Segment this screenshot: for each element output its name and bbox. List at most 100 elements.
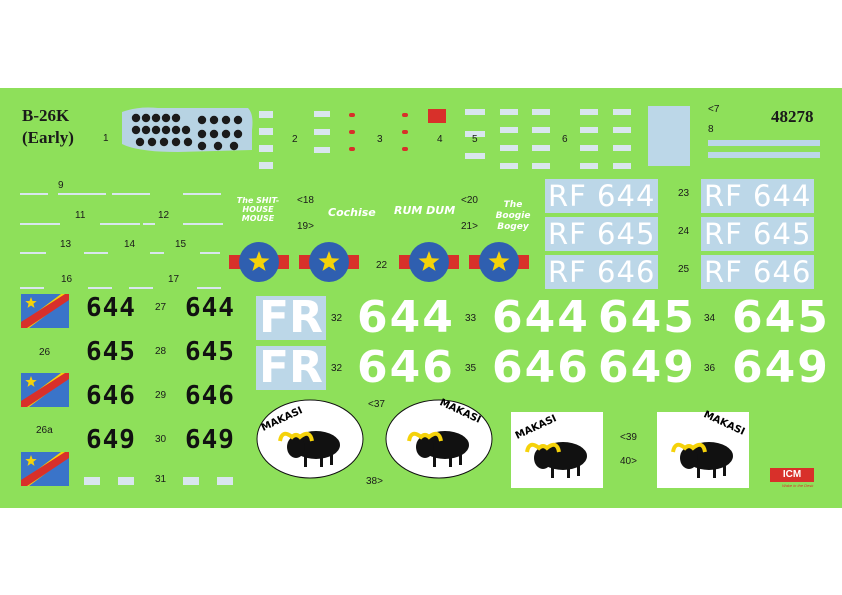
decal-number-26: 26	[39, 347, 51, 358]
star-icon	[418, 251, 440, 271]
makasi-emblem-oval-2	[385, 399, 493, 479]
instrument-dial	[221, 115, 231, 125]
code-645-large-b: 645	[732, 292, 830, 343]
code-646-large: 646	[357, 342, 455, 393]
decal-number-8: 8	[708, 124, 714, 135]
decal-number-32-upper: 32	[331, 313, 343, 324]
stencil-row-17b	[197, 276, 221, 294]
instrument-panel-decal	[122, 107, 253, 152]
decal-number-25: 25	[678, 264, 690, 275]
stencil-row-14b	[150, 241, 164, 259]
instrument-dial	[229, 141, 239, 151]
instrument-dial	[197, 141, 207, 151]
instrument-dial	[161, 113, 171, 123]
decal-sheet: B-26K (Early) 48278 1 2 3 4 5	[0, 88, 842, 508]
buffalo-emblem	[407, 431, 469, 467]
decal-number-38: 38>	[366, 476, 383, 487]
decal-number-7: <7	[708, 104, 720, 115]
makasi-emblem-square-1	[511, 412, 603, 488]
decal-number-30: 30	[155, 434, 167, 445]
stripe-decal-8a	[708, 140, 820, 146]
stencil-row-31b	[183, 472, 234, 490]
stripe-decal-8b	[708, 152, 820, 158]
star-icon	[25, 376, 37, 387]
roundel	[299, 242, 359, 282]
decal-number-6: 6	[562, 134, 568, 145]
stencil-group-6	[500, 109, 518, 169]
instrument-dial	[183, 137, 193, 147]
instrument-dial	[209, 115, 219, 125]
stencil-group-5	[465, 109, 485, 159]
instrument-dial	[141, 125, 151, 135]
decal-number-40: 40>	[620, 456, 637, 467]
decal-number-1: 1	[103, 133, 109, 144]
stencil-group-2	[259, 111, 273, 169]
kit-number: 48278	[771, 107, 814, 126]
buffalo-emblem	[525, 442, 587, 478]
code-fr-lower: FR	[256, 346, 326, 390]
decal-number-4: 4	[437, 134, 443, 145]
roundel	[229, 242, 289, 282]
code-644-large: 644	[357, 292, 455, 343]
instrument-dial	[171, 137, 181, 147]
red-placard-4	[428, 109, 446, 123]
stencil-row-13	[20, 241, 46, 259]
decal-number-29: 29	[155, 390, 167, 401]
decal-number-14: 14	[124, 239, 136, 250]
serial-rf645-left: RF 645	[545, 217, 659, 251]
decal-number-34: 34	[704, 313, 716, 324]
code-649-large: 649	[598, 342, 696, 393]
nose-art-boogie-bogey: The Boogie Bogey	[495, 200, 531, 232]
instrument-dial	[221, 129, 231, 139]
decal-number-37: <37	[368, 399, 385, 410]
decal-number-16: 16	[61, 274, 73, 285]
stencil-row-15b	[200, 241, 220, 259]
stencil-group-6b	[532, 109, 550, 169]
decal-number-3: 3	[377, 134, 383, 145]
title-line-1: B-26K	[22, 106, 70, 125]
buffalo-emblem	[278, 431, 340, 467]
decal-number-20: <20	[461, 195, 478, 206]
decal-number-15: 15	[175, 239, 187, 250]
stencil-row-11b	[100, 212, 140, 230]
black-number-646-left: 646	[86, 381, 136, 411]
instrument-dial	[209, 129, 219, 139]
data-placard-7	[648, 106, 690, 166]
instrument-dial	[141, 113, 151, 123]
decal-number-12: 12	[158, 210, 170, 221]
instrument-dial	[171, 125, 181, 135]
decal-number-18: <18	[297, 195, 314, 206]
congo-flag-1	[21, 294, 69, 328]
black-number-644-right: 644	[185, 293, 235, 323]
stencil-row-16b	[88, 276, 112, 294]
decal-number-39: <39	[620, 432, 637, 443]
code-fr-upper: FR	[256, 296, 326, 340]
instrument-dial	[151, 113, 161, 123]
instrument-dial	[233, 129, 243, 139]
instrument-dial	[233, 115, 243, 125]
nose-art-cochise: Cochise	[328, 206, 376, 219]
decal-number-33: 33	[465, 313, 477, 324]
serial-rf645-right: RF 645	[701, 217, 815, 251]
roundel	[469, 242, 529, 282]
stencil-row-9b	[80, 182, 106, 200]
decal-number-32-lower: 32	[331, 363, 343, 374]
decal-number-17: 17	[168, 274, 180, 285]
stencil-row-9d	[183, 182, 221, 200]
stencil-group-6d	[613, 109, 631, 169]
instrument-dial	[181, 125, 191, 135]
serial-rf646-right: RF 646	[701, 255, 815, 289]
nose-art-rum-dum: RUM DUM	[394, 204, 456, 217]
stencil-row-13b	[84, 241, 108, 259]
decal-number-22: 22	[376, 260, 388, 271]
instrument-dial	[159, 137, 169, 147]
instrument-dial	[131, 125, 141, 135]
stencil-row-31a	[84, 472, 135, 490]
roundel	[399, 242, 459, 282]
stencil-row-12b	[183, 212, 223, 230]
decal-number-35: 35	[465, 363, 477, 374]
red-dot-group-4	[402, 113, 408, 151]
instrument-dial	[151, 125, 161, 135]
stencil-row-9	[20, 182, 87, 200]
makasi-emblem-square-2	[657, 412, 749, 488]
